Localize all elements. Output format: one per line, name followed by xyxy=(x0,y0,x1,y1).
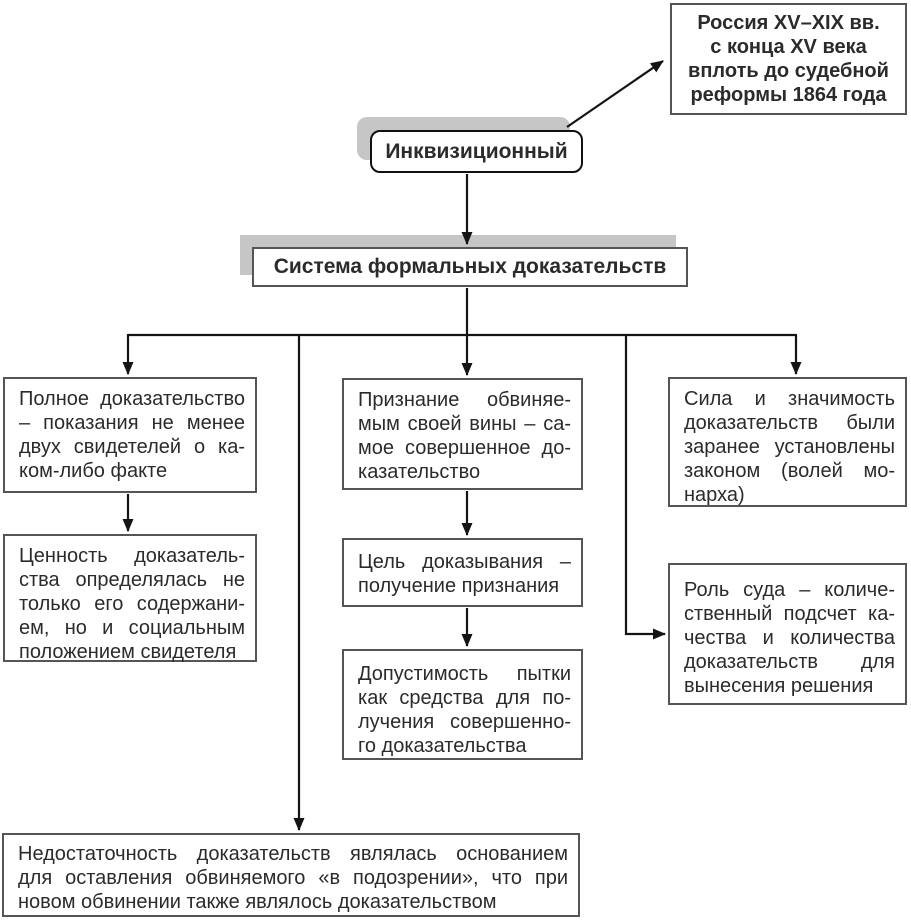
text-line: вынесения решения xyxy=(684,675,874,697)
text-line: Сила и значимость xyxy=(684,388,895,410)
text-line: нарха) xyxy=(684,484,745,506)
text-line: Россия XV–XIX вв. xyxy=(697,12,880,34)
text-line: заранее установлены xyxy=(684,436,895,458)
era-box: Россия XV–XIX вв. с конца XV века вплоть… xyxy=(670,3,907,115)
inquisitorial-label: Инквизиционный xyxy=(385,139,568,163)
inquisitorial-box: Инквизиционный xyxy=(370,130,583,173)
text-line: – показания не менее xyxy=(19,412,245,434)
text-line: лучения совершенно- xyxy=(358,711,571,733)
text-line: как средства для по- xyxy=(358,687,571,709)
text-line: Полное доказательство xyxy=(19,388,245,410)
text-line: с конца XV века xyxy=(710,36,867,58)
text-line: доказательств для xyxy=(684,651,895,673)
system-box: Система формальных доказательств xyxy=(252,247,688,287)
text-line: реформы 1864 года xyxy=(690,84,887,106)
text-line: доказательств были xyxy=(684,412,895,434)
text-line: только его содержани- xyxy=(19,593,245,615)
text-line: ем, но и социальным xyxy=(19,617,245,639)
witness-value-box: Ценность доказатель- ства определялась н… xyxy=(3,534,257,663)
text-line: мым своей вины – са- xyxy=(358,413,571,435)
text-line: Признание обвиняе- xyxy=(358,389,571,411)
arrow-inquisitorial-to-era xyxy=(566,60,664,128)
text-line: для оставления обвиняемого «в подозрении… xyxy=(18,867,568,889)
text-line: Роль суда – количе- xyxy=(684,579,895,601)
text-line: ственный подсчет ка- xyxy=(684,603,895,625)
court-role-box: Роль суда – количе- ственный подсчет ка-… xyxy=(668,563,907,705)
evidence-force-box: Сила и значимость доказательств были зар… xyxy=(668,377,907,507)
text-line: Недостаточность доказательств являлась о… xyxy=(18,843,568,865)
torture-box: Допустимость пытки как средства для по- … xyxy=(342,649,583,760)
insufficiency-box: Недостаточность доказательств являлась о… xyxy=(2,833,580,917)
proof-goal-box: Цель доказывания – получение признания xyxy=(342,538,583,607)
text-line: чества и количества xyxy=(684,627,895,649)
text-line: вплоть до судебной xyxy=(688,60,889,82)
text-line: ком-либо факте xyxy=(19,460,168,482)
text-line: го доказательства xyxy=(358,735,527,757)
text-line: Допустимость пытки xyxy=(358,663,571,685)
text-line: ства определялась не xyxy=(19,569,245,591)
text-line: казательство xyxy=(358,461,481,483)
full-proof-box: Полное доказательство – показания не мен… xyxy=(3,377,257,493)
confession-box: Признание обвиняе- мым своей вины – са- … xyxy=(342,378,583,490)
text-line: положением свидетеля xyxy=(19,641,237,663)
text-line: Цель доказывания – xyxy=(358,551,571,573)
text-line: двух свидетелей о ка- xyxy=(19,436,245,458)
text-line: мое совершенное до- xyxy=(358,437,571,459)
text-line: получение признания xyxy=(358,575,560,597)
text-line: Ценность доказатель- xyxy=(19,545,245,567)
text-line: новом обвинении также являлось доказател… xyxy=(18,891,497,913)
arrow-to-court-role xyxy=(624,334,666,640)
system-label: Система формальных доказательств xyxy=(273,255,667,278)
text-line: законом (волей мо- xyxy=(684,460,895,482)
